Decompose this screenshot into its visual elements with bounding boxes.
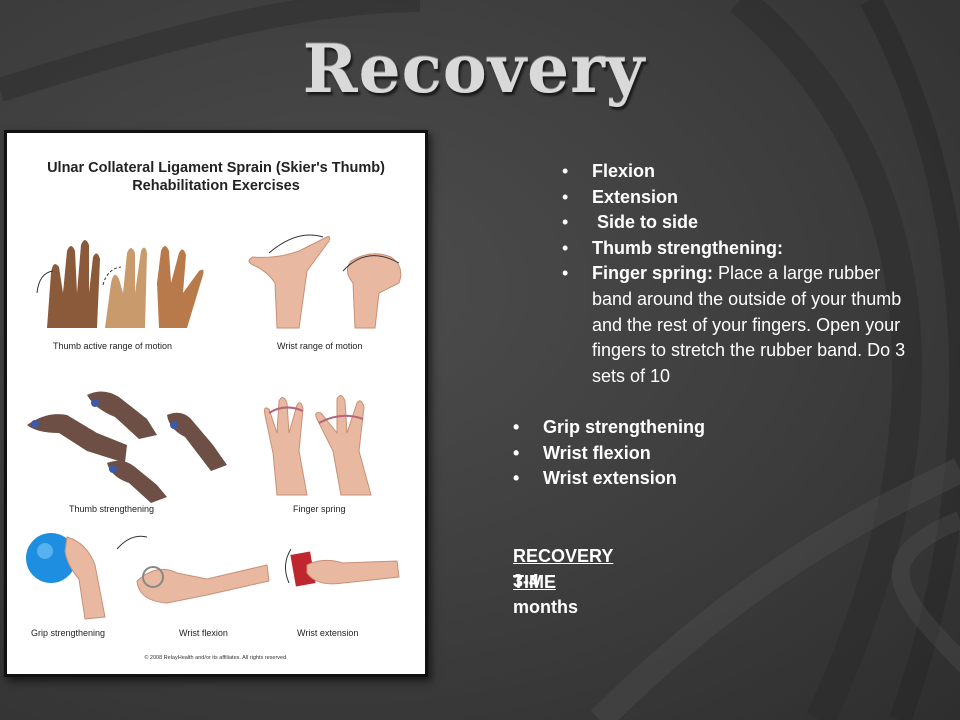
thumb-strengthening-illustration [27, 391, 227, 503]
figure-title: Ulnar Collateral Ligament Sprain (Skier'… [47, 160, 385, 194]
slide-title: Recovery [302, 30, 646, 108]
secondary-exercise-list: Grip strengthening Wrist flexion Wrist e… [513, 415, 893, 492]
recovery-time-value: 3-4 months [513, 571, 578, 617]
list-item: Flexion [562, 159, 912, 185]
exercise-illustrations [26, 234, 402, 620]
caption-thumb-rom: Thumb active range of motion [53, 341, 173, 351]
list-item: Grip strengthening [513, 415, 893, 441]
figure-copyright: © 2008 RelayHealth and/or its affiliates… [144, 655, 288, 661]
wrist-extension-illustration [285, 548, 400, 587]
caption-thumb-strength: Thumb strengthening [69, 504, 155, 514]
caption-finger-spring: Finger spring [293, 504, 346, 514]
wrist-flexion-illustration [116, 535, 270, 604]
list-item: Wrist flexion [513, 441, 893, 467]
caption-grip: Grip strengthening [31, 628, 106, 638]
list-item: Finger spring: Place a large rubber band… [562, 261, 912, 389]
list-item: Thumb strengthening: [562, 236, 912, 262]
recovery-time-heading: RECOVERY TIME [513, 546, 614, 592]
thumb-rom-illustration [36, 240, 204, 328]
finger-spring-illustration [264, 395, 372, 496]
wrist-rom-illustration [248, 234, 402, 329]
list-item: Extension [562, 185, 912, 211]
caption-wrist-flexion: Wrist flexion [179, 628, 228, 638]
rehab-exercise-figure: Ulnar Collateral Ligament Sprain (Skier'… [4, 130, 428, 677]
list-item: Wrist extension [513, 466, 893, 492]
grip-strengthening-illustration [26, 533, 106, 620]
primary-exercise-list: Flexion Extension Side to side Thumb str… [562, 159, 912, 389]
list-item: Side to side [562, 210, 912, 236]
caption-wrist-extension: Wrist extension [297, 628, 359, 638]
caption-wrist-rom: Wrist range of motion [277, 341, 363, 351]
